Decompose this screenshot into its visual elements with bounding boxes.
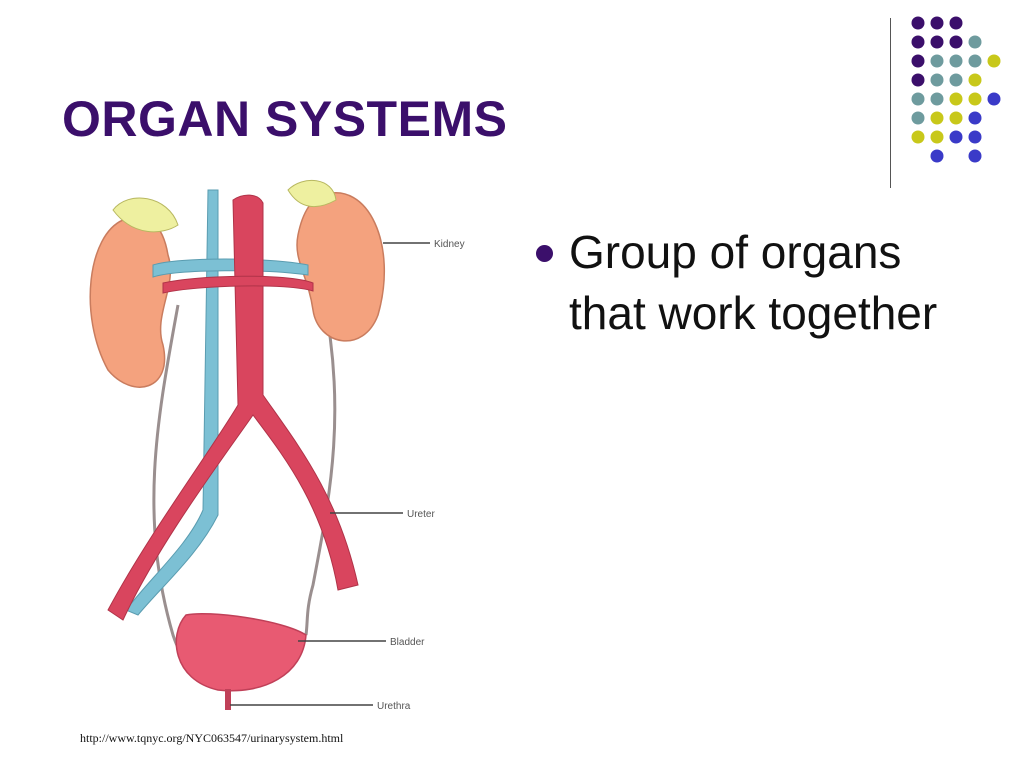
decorative-dot <box>930 73 944 87</box>
bladder-label: Bladder <box>390 637 425 648</box>
decorative-dot <box>911 111 925 125</box>
decorative-dot <box>930 16 944 30</box>
left-adrenal-gland <box>112 197 179 233</box>
bullet-text: Group of organs that work together <box>569 226 938 339</box>
decorative-dot <box>949 35 963 49</box>
decorative-dot <box>968 130 982 144</box>
bullet-list: Group of organs that work together <box>535 222 975 344</box>
source-url: http://www.tqnyc.org/NYC063547/urinarysy… <box>80 731 344 745</box>
bladder <box>175 612 307 692</box>
decorative-dot-grid <box>911 16 1001 163</box>
decorative-dot <box>930 130 944 144</box>
right-kidney <box>296 192 386 342</box>
ureter-label: Ureter <box>407 509 435 520</box>
decorative-dot <box>949 73 963 87</box>
decorative-dot <box>911 35 925 49</box>
decorative-dot <box>930 92 944 106</box>
decorative-dot <box>987 92 1001 106</box>
decorative-dot <box>911 130 925 144</box>
decorative-dot <box>930 149 944 163</box>
decorative-dot <box>968 73 982 87</box>
decorative-dot <box>949 111 963 125</box>
kidney-label: Kidney <box>434 239 465 250</box>
decorative-dot <box>968 149 982 163</box>
decorative-dot <box>968 54 982 68</box>
bullet-item: Group of organs that work together <box>535 222 975 344</box>
decorative-dot <box>930 35 944 49</box>
decorative-dot <box>949 54 963 68</box>
decorative-dot <box>930 111 944 125</box>
decorative-dot <box>968 92 982 106</box>
header-divider <box>890 18 891 188</box>
decorative-dot <box>911 92 925 106</box>
decorative-dot <box>949 130 963 144</box>
left-kidney <box>89 216 172 388</box>
decorative-dot <box>911 16 925 30</box>
vena-cava <box>125 189 219 616</box>
slide-title: ORGAN SYSTEMS <box>62 91 508 147</box>
renal-vein <box>152 258 309 278</box>
decorative-dot <box>987 54 1001 68</box>
urinary-system-illustration: Kidney Ureter Bladder Urethra <box>89 179 465 712</box>
decorative-dot <box>911 73 925 87</box>
right-adrenal-gland <box>287 179 337 208</box>
decorative-dot <box>930 54 944 68</box>
decorative-dot <box>949 16 963 30</box>
aorta <box>107 194 359 621</box>
urethra-label: Urethra <box>377 701 411 712</box>
decorative-dot <box>968 35 982 49</box>
decorative-dot <box>968 111 982 125</box>
bullet-dot-icon <box>536 245 553 262</box>
renal-artery <box>162 275 314 294</box>
decorative-dot <box>949 92 963 106</box>
decorative-dot <box>911 54 925 68</box>
